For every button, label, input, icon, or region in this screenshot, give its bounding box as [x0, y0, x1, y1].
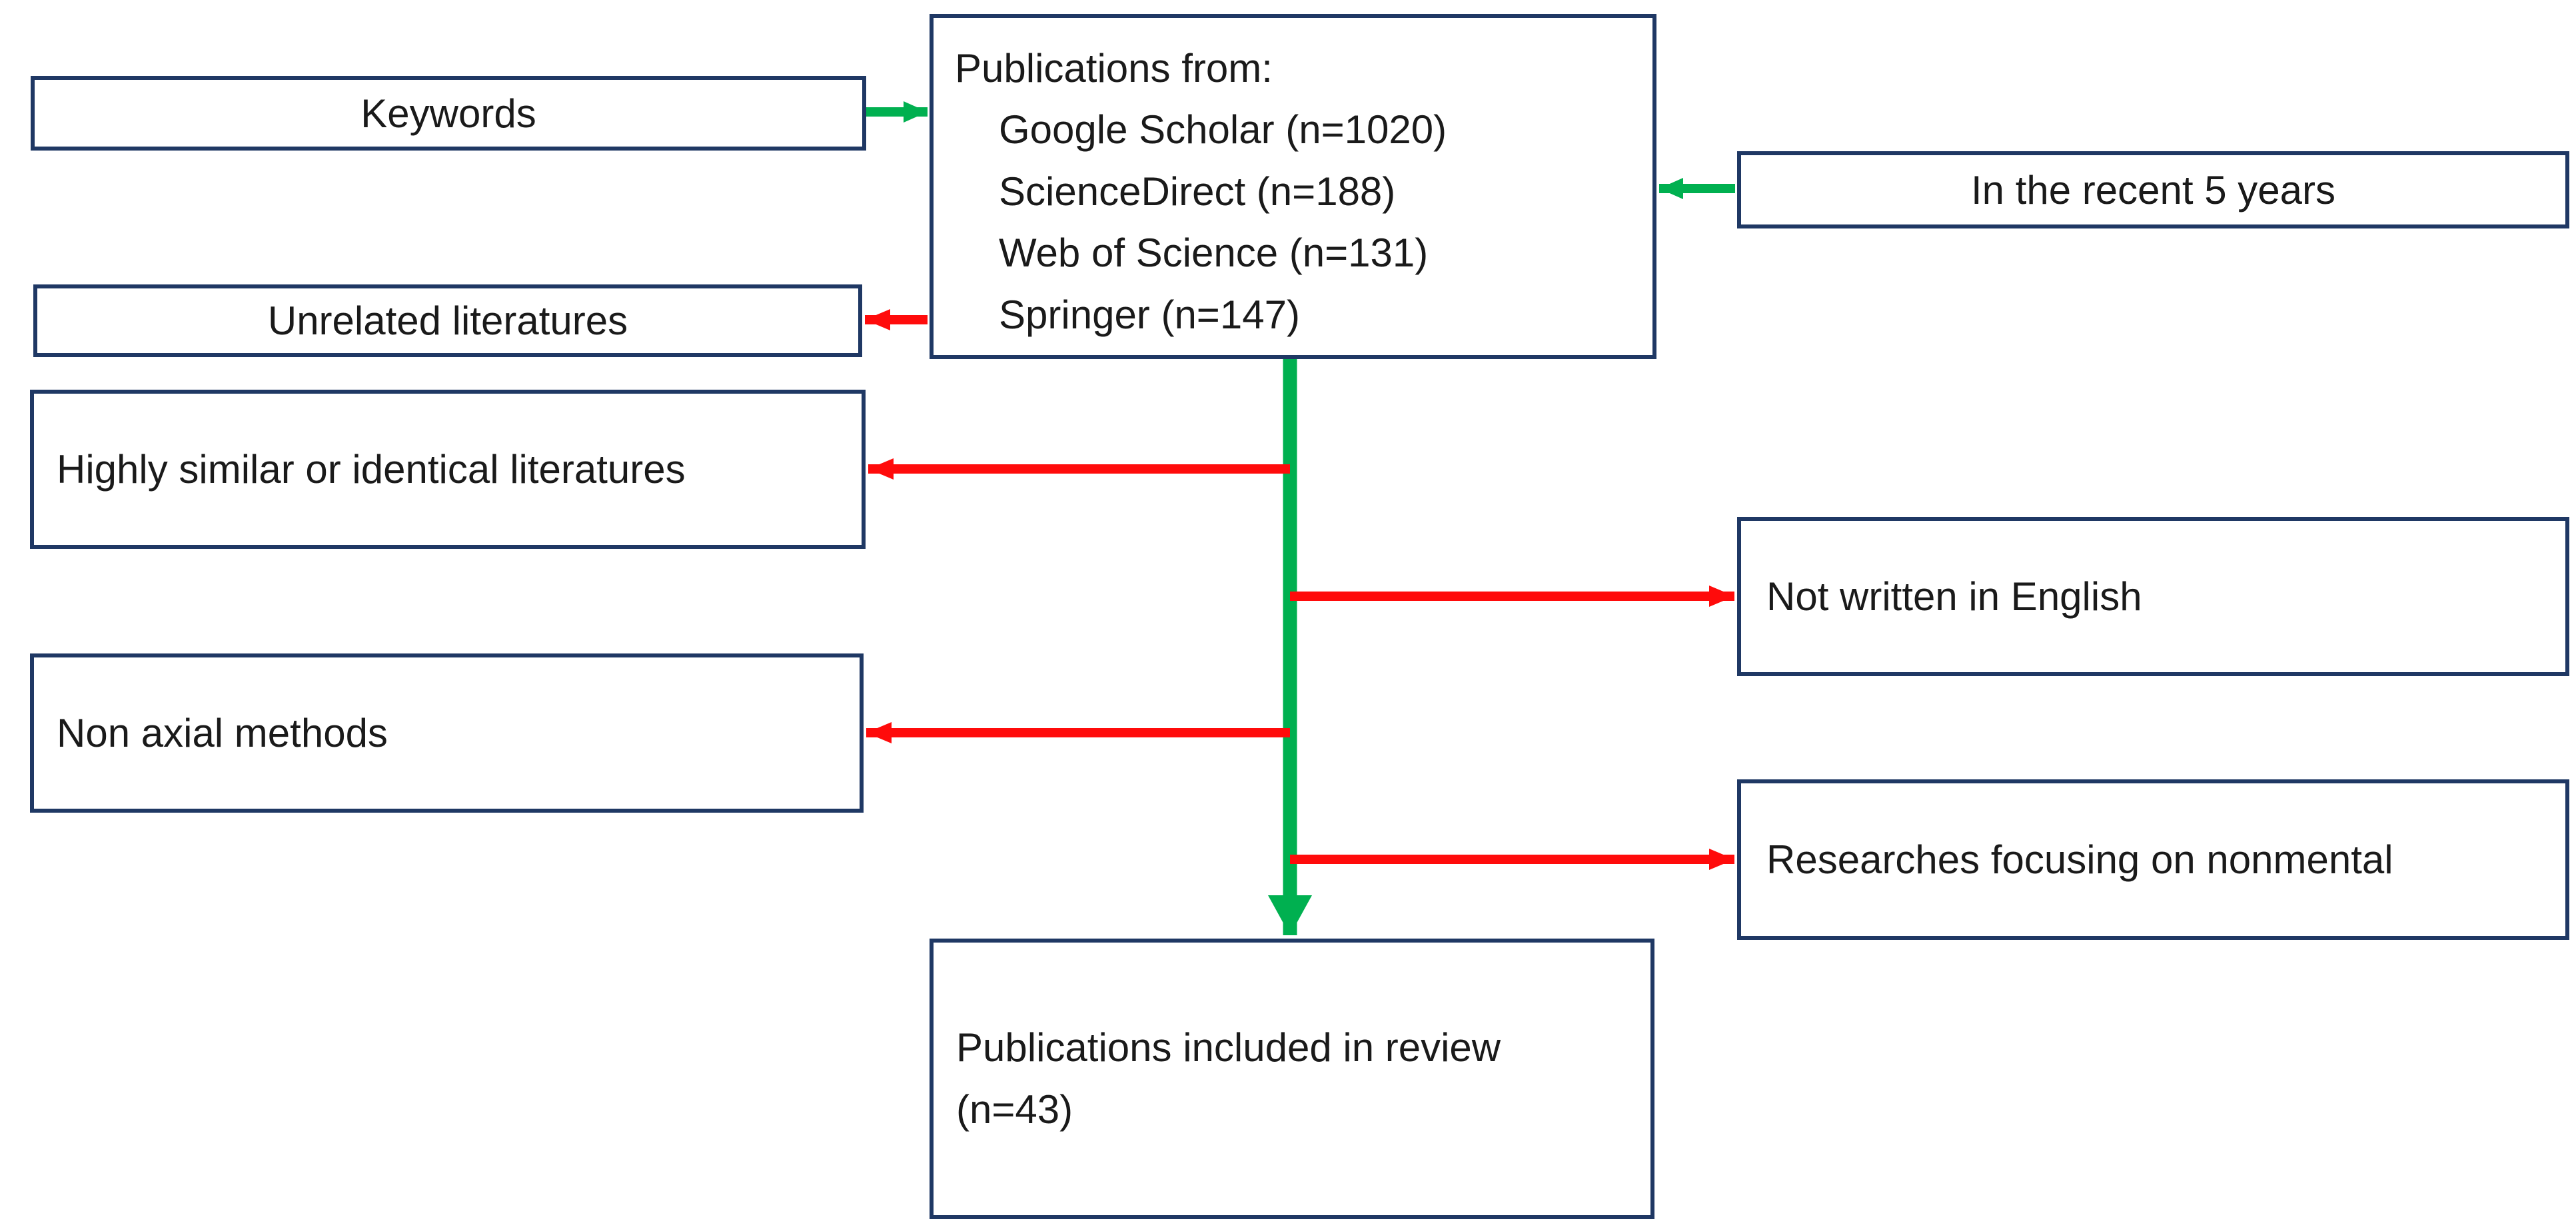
- recent-5-years-label: In the recent 5 years: [1971, 167, 2335, 212]
- sources-box: Publications from: Google Scholar (n=102…: [930, 14, 1656, 359]
- unrelated-literatures-label: Unrelated literatures: [267, 298, 628, 343]
- not-english-label: Not written in English: [1766, 574, 2142, 619]
- similar-literatures-label: Highly similar or identical literatures: [57, 447, 686, 492]
- source-item-google-scholar: Google Scholar (n=1020): [999, 107, 1447, 153]
- keywords-label: Keywords: [360, 91, 536, 136]
- recent-5-years-box: In the recent 5 years: [1737, 151, 2569, 228]
- source-item-sciencedirect: ScienceDirect (n=188): [999, 169, 1396, 214]
- keywords-box: Keywords: [31, 76, 866, 151]
- non-axial-methods-label: Non axial methods: [57, 711, 388, 755]
- included-publications-box: Publications included in review (n=43): [930, 939, 1654, 1219]
- unrelated-literatures-box: Unrelated literatures: [33, 284, 862, 357]
- sources-title: Publications from:: [955, 46, 1273, 91]
- source-item-web-of-science: Web of Science (n=131): [999, 230, 1429, 276]
- non-axial-methods-box: Non axial methods: [30, 653, 864, 813]
- included-publications-line1: Publications included in review: [956, 1025, 1501, 1070]
- not-english-box: Not written in English: [1737, 517, 2569, 676]
- source-item-springer: Springer (n=147): [999, 292, 1300, 337]
- included-publications-line2: (n=43): [956, 1086, 1073, 1132]
- similar-literatures-box: Highly similar or identical literatures: [30, 390, 866, 549]
- nonmental-researches-box: Researches focusing on nonmental: [1737, 779, 2569, 940]
- nonmental-researches-label: Researches focusing on nonmental: [1766, 837, 2393, 882]
